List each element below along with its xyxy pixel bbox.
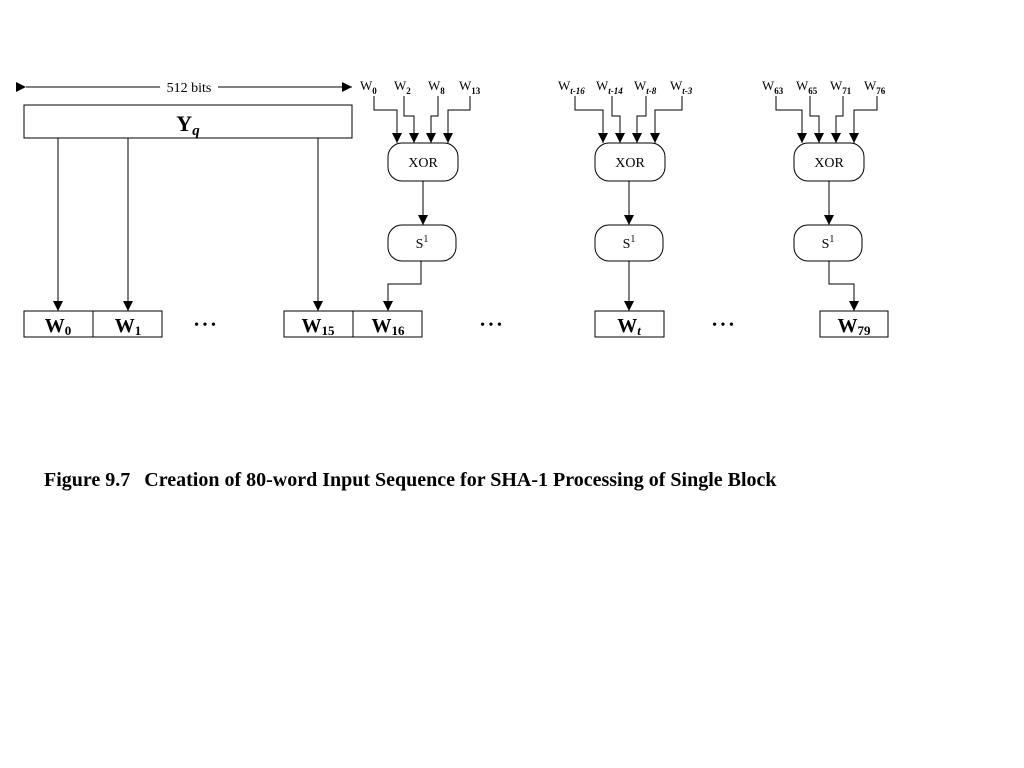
width-indicator: 512 bits bbox=[16, 81, 352, 96]
xor-label: XOR bbox=[615, 156, 645, 171]
word-box-w16: W16 bbox=[352, 310, 423, 338]
word-box-w79: W79 bbox=[819, 310, 889, 338]
svg-text:W16: W16 bbox=[372, 315, 406, 338]
group3-input-labels: W63 W65 W71 W76 bbox=[762, 78, 886, 97]
input-block-yq: Yq bbox=[23, 104, 353, 139]
ellipsis: • • • bbox=[480, 318, 502, 333]
xor-label: XOR bbox=[408, 156, 438, 171]
xor-box bbox=[387, 142, 459, 182]
figure-title: Creation of 80-word Input Sequence for S… bbox=[144, 469, 777, 491]
word-box-w0: W0 bbox=[23, 310, 94, 338]
shift-box bbox=[594, 224, 664, 262]
word-row: W0 W1 • • • W15 W16 • • • Wt • • • W79 bbox=[23, 310, 889, 338]
svg-text:W79: W79 bbox=[838, 315, 872, 338]
svg-text:Wt: Wt bbox=[617, 315, 641, 338]
xor-group-w16: W0 W2 W8 W13 XOR S1 bbox=[360, 78, 481, 311]
xor-box bbox=[793, 142, 865, 182]
svg-text:W15: W15 bbox=[302, 315, 336, 338]
ellipsis: • • • bbox=[194, 318, 216, 333]
direct-copy-arrows bbox=[53, 138, 323, 311]
shift-box bbox=[793, 224, 863, 262]
ellipsis: • • • bbox=[712, 318, 734, 333]
xor-group-w79: W63 W65 W71 W76 XOR S1 bbox=[762, 78, 886, 311]
svg-text:W1: W1 bbox=[115, 315, 142, 338]
group1-input-labels: W0 W2 W8 W13 bbox=[360, 78, 481, 97]
xor-group-wt: Wt-16 Wt-14 Wt-8 Wt-3 XOR S1 bbox=[558, 78, 693, 311]
shift-label: S1 bbox=[416, 234, 429, 252]
figure-caption: Figure 9.7 Creation of 80-word Input Sequ… bbox=[44, 469, 777, 492]
shift-label: S1 bbox=[822, 234, 835, 252]
svg-text:W0: W0 bbox=[45, 315, 72, 338]
shift-label: S1 bbox=[623, 234, 636, 252]
word-box-w1: W1 bbox=[92, 310, 163, 338]
word-box-wt: Wt bbox=[594, 310, 665, 338]
xor-label: XOR bbox=[814, 156, 844, 171]
block-label: Yq bbox=[176, 111, 200, 139]
shift-box bbox=[387, 224, 457, 262]
width-label: 512 bits bbox=[167, 81, 212, 96]
group2-input-labels: Wt-16 Wt-14 Wt-8 Wt-3 bbox=[558, 78, 693, 97]
figure-number: Figure 9.7 bbox=[44, 469, 131, 491]
word-box-w15: W15 bbox=[283, 310, 354, 338]
xor-box bbox=[594, 142, 666, 182]
